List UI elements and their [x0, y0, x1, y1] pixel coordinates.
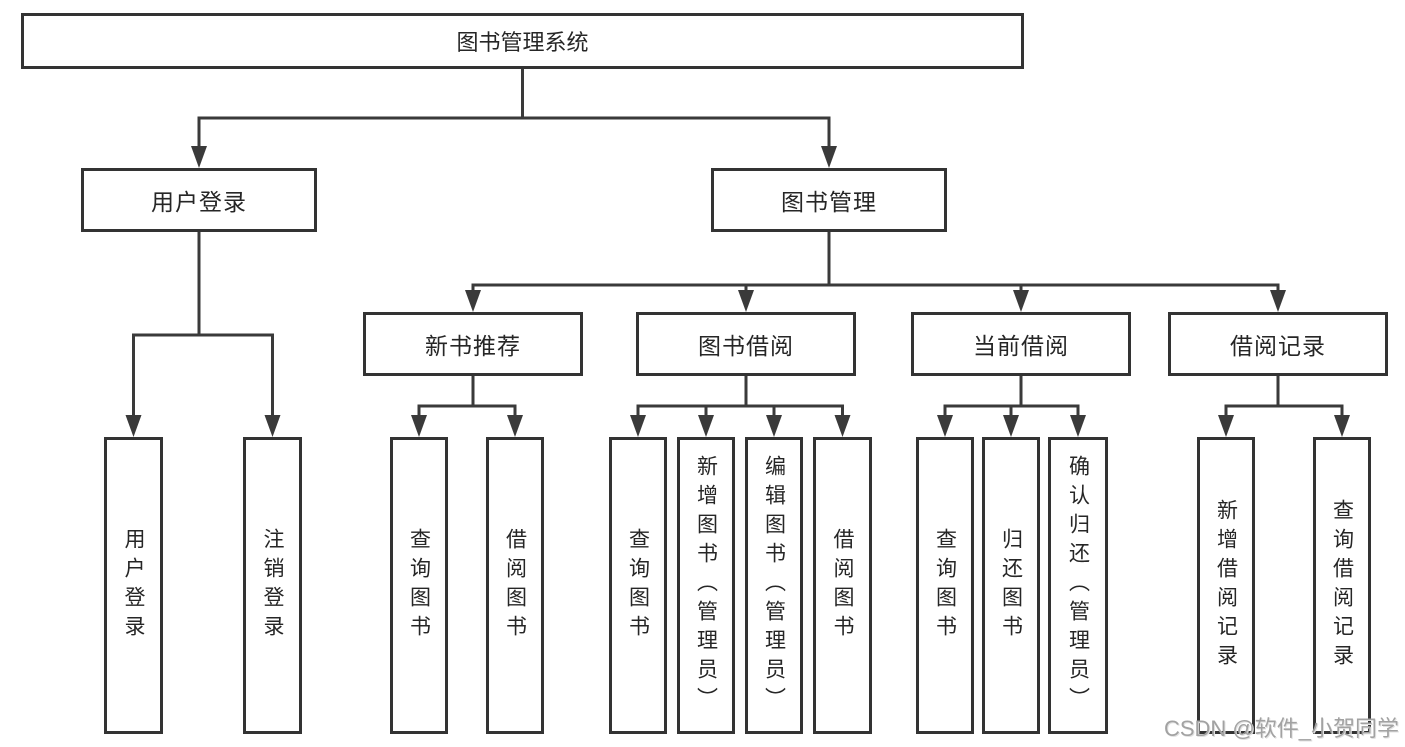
node-label: 确认归还（管理员）: [1066, 455, 1090, 716]
node-label: 图书借阅: [698, 333, 794, 359]
leaf-borrow-borrow-books: 借阅图书: [813, 437, 872, 734]
leaf-records-query-borrow-record: 查询借阅记录: [1313, 437, 1371, 734]
node-label: 图书管理: [781, 189, 877, 215]
node-current-borrowing: 当前借阅: [911, 312, 1131, 376]
node-label: 新增借阅记录: [1214, 498, 1238, 673]
leaf-logout: 注销登录: [243, 437, 302, 734]
node-label: 当前借阅: [973, 333, 1069, 359]
node-label: 借阅图书: [503, 527, 527, 644]
node-user-login: 用户登录: [81, 168, 317, 232]
node-label: 新增图书（管理员）: [694, 455, 718, 716]
node-label: 借阅记录: [1230, 333, 1326, 359]
csdn-watermark: CSDN @软件_小贺同学: [1163, 716, 1399, 741]
node-borrowing-records: 借阅记录: [1168, 312, 1388, 376]
node-book-borrowing: 图书借阅: [636, 312, 856, 376]
leaf-current-confirm-return-admin: 确认归还（管理员）: [1048, 437, 1108, 734]
leaf-records-add-borrow-record: 新增借阅记录: [1197, 437, 1255, 734]
node-new-book-recommendation: 新书推荐: [363, 312, 583, 376]
node-label: 借阅图书: [831, 527, 854, 644]
leaf-borrow-query-books: 查询图书: [609, 437, 667, 734]
node-label: 查询借阅记录: [1330, 498, 1354, 673]
node-library-management-system: 图书管理系统: [21, 13, 1024, 69]
leaf-recommend-query-books: 查询图书: [390, 437, 448, 734]
node-book-management: 图书管理: [711, 168, 947, 232]
node-label: 归还图书: [999, 527, 1023, 644]
leaf-borrow-edit-books-admin: 编辑图书（管理员）: [745, 437, 803, 734]
leaf-user-login: 用户登录: [104, 437, 163, 734]
node-label: 用户登录: [122, 527, 145, 644]
node-label: 查询图书: [626, 527, 650, 644]
node-label: 新书推荐: [425, 333, 521, 359]
node-label: 用户登录: [151, 189, 247, 215]
node-label: 查询图书: [933, 527, 957, 644]
leaf-current-query-books: 查询图书: [916, 437, 974, 734]
node-label: 编辑图书（管理员）: [762, 455, 786, 716]
node-label: 注销登录: [261, 527, 284, 644]
leaf-borrow-add-books-admin: 新增图书（管理员）: [677, 437, 735, 734]
leaf-recommend-borrow-books: 借阅图书: [486, 437, 544, 734]
node-label: 查询图书: [407, 527, 431, 644]
leaf-current-return-books: 归还图书: [982, 437, 1040, 734]
node-label: 图书管理系统: [456, 30, 589, 55]
